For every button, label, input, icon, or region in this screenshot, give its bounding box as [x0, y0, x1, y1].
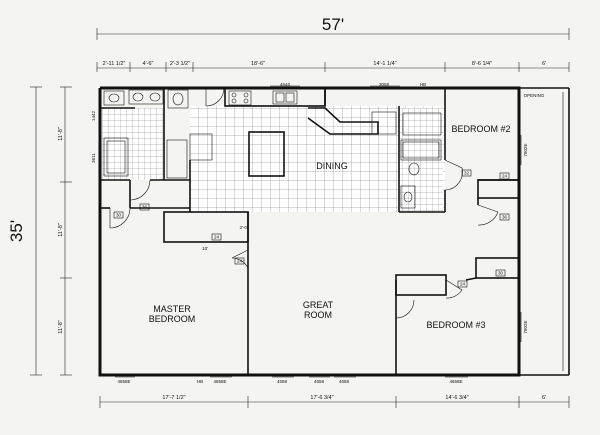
door-code-4: 24 [237, 259, 243, 264]
hall-bath-fixtures [371, 111, 442, 209]
overall-depth-dimension: 35' [7, 86, 42, 376]
top-dim-1: 2'-11 1/2" [103, 61, 126, 67]
overall-width-label: 57' [322, 15, 344, 34]
window-marks [115, 85, 522, 378]
left-dim-1: 11'-8" [58, 127, 64, 141]
room-label-dining: DINING [316, 161, 348, 171]
window-code-right-a: 7802E [523, 143, 528, 156]
room-label-master-line1: MASTER [153, 304, 191, 314]
window-code-top-hb: HB [420, 82, 426, 87]
door-code-1: 30 [116, 213, 122, 218]
bottom-dimension-chain: 17'-7 1/2" 17'-6 3/4" 14'-6 3/4" 6' [99, 395, 570, 408]
bay-side-label: 3'-0" [240, 225, 249, 230]
master-bath-tile-floor [102, 108, 164, 180]
window-code-right-b: 7802E [523, 320, 528, 333]
door-code-8: 30 [498, 271, 504, 276]
bottom-dim-3: 14'-6 3/4" [445, 395, 468, 401]
window-code-top-a: 1442 [91, 110, 96, 121]
door-code-2: 36 [142, 205, 148, 210]
top-dim-5: 14'-1 1/4" [373, 61, 396, 67]
window-code-top-b: 4646 [280, 82, 291, 87]
exterior-walls [98, 86, 521, 377]
top-dimension-chain: 2'-11 1/2" 4'-6" 2'-3 1/2" 18'-6" 14'-1 … [96, 61, 570, 72]
left-dim-3: 11'-8" [58, 320, 64, 334]
kitchen-island [248, 131, 285, 177]
window-code-left-a: 3611 [91, 153, 96, 163]
window-code-bottom-a: 4658E [117, 379, 130, 384]
door-code-7: 36 [502, 215, 508, 220]
door-swings [109, 87, 499, 319]
door-code-5: 24 [502, 174, 508, 179]
top-dim-3: 2'-3 1/2" [170, 61, 190, 67]
room-label-great-line1: GREAT [303, 300, 334, 310]
kitchen-fixtures [228, 90, 379, 177]
door-code-9: 24 [460, 282, 466, 287]
bottom-dim-1: 17'-7 1/2" [162, 395, 185, 401]
interior-walls [100, 87, 520, 375]
window-code-bottom-b: 4658E [213, 379, 226, 384]
window-code-bottom-d: 4658 [314, 379, 325, 384]
room-label-master-line2: BEDROOM [149, 314, 196, 324]
top-dim-7: 6' [542, 61, 546, 67]
window-code-top-c: 3058 [379, 82, 390, 87]
window-code-bottom-e: 4658 [339, 379, 350, 384]
bay-width-label: 10' [202, 246, 208, 251]
opening-label: OPENING [524, 93, 545, 98]
bottom-dim-2: 17'-6 3/4" [310, 395, 333, 401]
door-code-tags: 30 36 24 24 24 32 36 30 24 [113, 169, 510, 288]
door-code-6: 32 [464, 171, 470, 176]
window-codes: 1442 4646 3058 HB 3611 7802E 7802E 4658E… [91, 82, 528, 384]
overall-depth-label: 35' [7, 220, 26, 242]
overall-width-dimension: 57' [96, 15, 570, 40]
left-dim-2: 11'-8" [58, 223, 64, 237]
top-dim-4: 18'-6" [251, 61, 265, 67]
top-dim-6: 8'-6 1/4" [472, 61, 492, 67]
window-code-bottom-hb: HB [197, 379, 203, 384]
top-dim-2: 4'-6" [143, 61, 154, 67]
left-dimension-chain: 11'-8" 11'-8" 11'-8" [58, 86, 72, 376]
bottom-dim-4: 6' [542, 395, 546, 401]
window-code-bottom-c: 4658 [277, 379, 288, 384]
master-bath-fixtures [103, 89, 213, 179]
room-label-great-line2: ROOM [304, 310, 332, 320]
right-extension: OPENING [519, 87, 570, 376]
window-code-bottom-f: 4658E [449, 379, 462, 384]
room-label-bedroom2: BEDROOM #2 [451, 124, 510, 134]
room-label-bedroom3: BEDROOM #3 [426, 320, 485, 330]
door-code-3: 24 [214, 235, 220, 240]
